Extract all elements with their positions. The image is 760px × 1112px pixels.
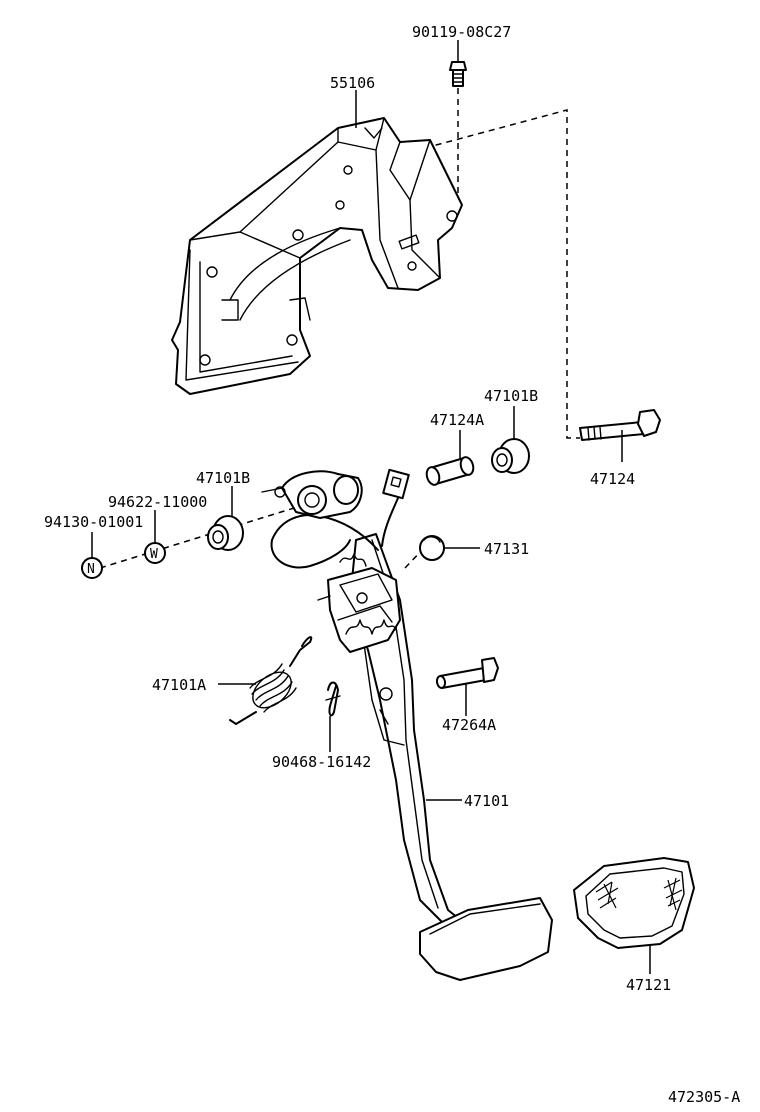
figure-id: 472305-A	[668, 1088, 740, 1106]
label-spring: 47101A	[152, 676, 206, 694]
bushing-right-shape	[491, 438, 530, 474]
label-bushing-left: 47101B	[196, 469, 250, 487]
label-bracket: 55106	[330, 74, 375, 92]
label-bolt-right: 47124	[590, 470, 635, 488]
label-pedal-pad: 47121	[626, 976, 671, 994]
label-pedal-arm: 47101	[464, 792, 509, 810]
label-bolt-top: 90119-08C27	[412, 23, 511, 41]
label-stopper: 47131	[484, 540, 529, 558]
label-washer: 94622-11000	[108, 493, 207, 511]
leader-lines	[91, 40, 651, 974]
label-nut: 94130-01001	[44, 513, 143, 531]
stopper-shape	[419, 535, 445, 561]
bushing-left-shape	[207, 515, 244, 551]
top-bolt-shape	[449, 61, 467, 87]
bolt-47124-shape	[579, 409, 661, 441]
collar-shape	[425, 456, 475, 486]
pedal-pad-shape	[573, 857, 695, 949]
nut-letter: N	[87, 562, 95, 577]
label-clip: 90468-16142	[272, 753, 371, 771]
label-bushing-right: 47101B	[484, 387, 538, 405]
pedal-arm-shape	[261, 468, 459, 925]
pedal-pad-on-arm-shape	[419, 897, 553, 981]
clip-shape	[325, 681, 341, 717]
label-collar: 47124A	[430, 411, 484, 429]
spring-shape	[229, 636, 313, 725]
pin-shape	[435, 657, 499, 689]
label-pin: 47264A	[442, 716, 496, 734]
pedal-bracket-shape	[171, 117, 463, 395]
washer-letter: W	[150, 547, 158, 562]
